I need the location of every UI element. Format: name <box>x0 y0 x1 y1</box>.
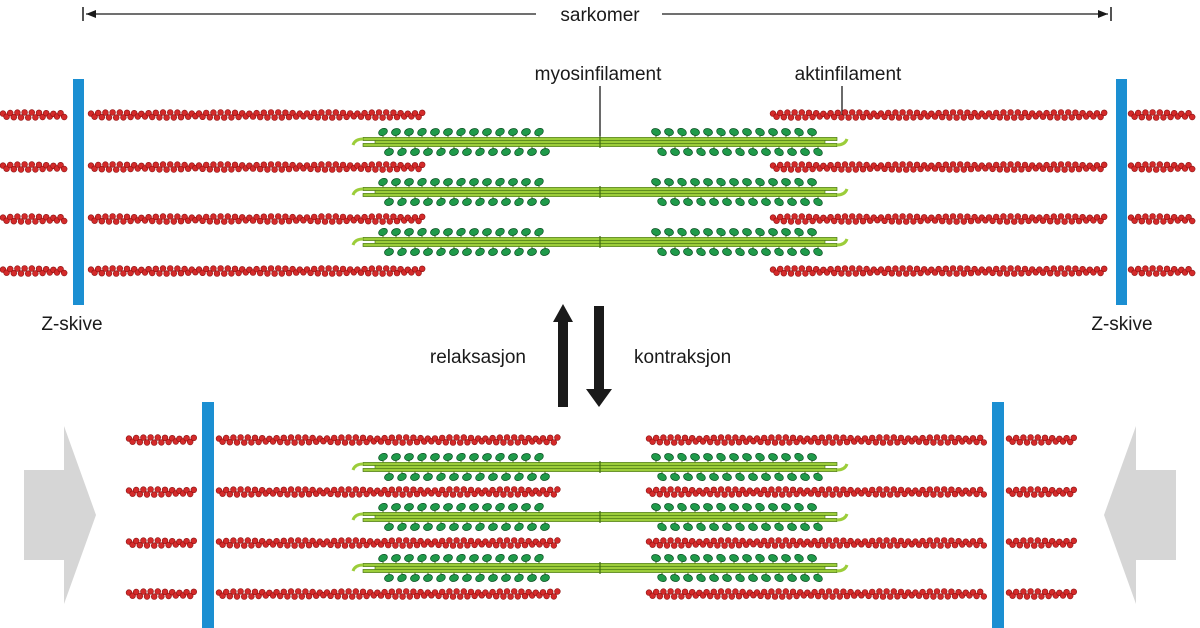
myosin-filament <box>351 127 849 157</box>
z-disc-right-relaxed <box>1116 79 1127 305</box>
myosin-filament <box>351 553 849 583</box>
myosin-filaments-relaxed <box>351 127 849 257</box>
actin-filaments-contracted <box>125 434 1078 600</box>
z-disc-left-contracted <box>202 402 214 628</box>
z-disc-label-left: Z-skive <box>41 314 102 335</box>
actin-filament <box>87 213 426 225</box>
actin-filament <box>645 588 987 600</box>
actin-filament <box>215 588 561 600</box>
actin-filament <box>769 109 1108 121</box>
arrow-up-icon <box>553 304 573 407</box>
myosin-label: myosinfilament <box>535 64 662 85</box>
actin-filament <box>645 537 987 549</box>
actin-filament <box>1127 213 1196 225</box>
contraction-label: kontraksjon <box>634 347 731 368</box>
actin-filament <box>125 537 198 549</box>
actin-filament <box>87 265 426 277</box>
actin-filament <box>215 537 561 549</box>
actin-filament <box>0 161 68 173</box>
actin-filament <box>769 265 1108 277</box>
z-disc-label-right: Z-skive <box>1091 314 1152 335</box>
actin-filament <box>645 434 987 446</box>
actin-filament <box>1127 161 1196 173</box>
sarcomere-label: sarkomer <box>560 5 640 26</box>
relaxation-label: relaksasjon <box>430 347 526 368</box>
myosin-filaments-contracted <box>351 452 849 583</box>
actin-filament <box>769 213 1108 225</box>
actin-filament <box>1005 537 1078 549</box>
dimension-arrowhead-right <box>1098 10 1108 18</box>
force-arrow-right-icon <box>24 426 96 604</box>
actin-filament <box>1005 434 1078 446</box>
myosin-filament <box>351 502 849 532</box>
actin-filament <box>0 265 68 277</box>
z-disc-left-relaxed <box>73 79 84 305</box>
actin-filament <box>0 213 68 225</box>
actin-filament <box>645 486 987 498</box>
actin-filament <box>1127 109 1196 121</box>
z-disc-right-contracted <box>992 402 1004 628</box>
actin-filaments-relaxed <box>0 109 1196 277</box>
actin-filament <box>125 486 198 498</box>
arrow-down-icon <box>586 306 612 407</box>
actin-filament <box>1005 588 1078 600</box>
actin-filament <box>125 588 198 600</box>
actin-filament <box>0 109 68 121</box>
actin-filament <box>1127 265 1196 277</box>
actin-filament <box>215 434 561 446</box>
actin-filament <box>87 109 426 121</box>
myosin-filament <box>351 177 849 207</box>
actin-filament <box>215 486 561 498</box>
actin-filament <box>769 161 1108 173</box>
myosin-filament <box>351 227 849 257</box>
actin-filament <box>87 161 426 173</box>
sarcomere-dimension: sarkomer <box>82 5 1112 26</box>
force-arrow-left-icon <box>1104 426 1176 604</box>
actin-filament <box>125 434 198 446</box>
dimension-arrowhead-left <box>86 10 96 18</box>
actin-filament <box>1005 486 1078 498</box>
myosin-filament <box>351 452 849 482</box>
actin-label: aktinfilament <box>795 64 902 85</box>
